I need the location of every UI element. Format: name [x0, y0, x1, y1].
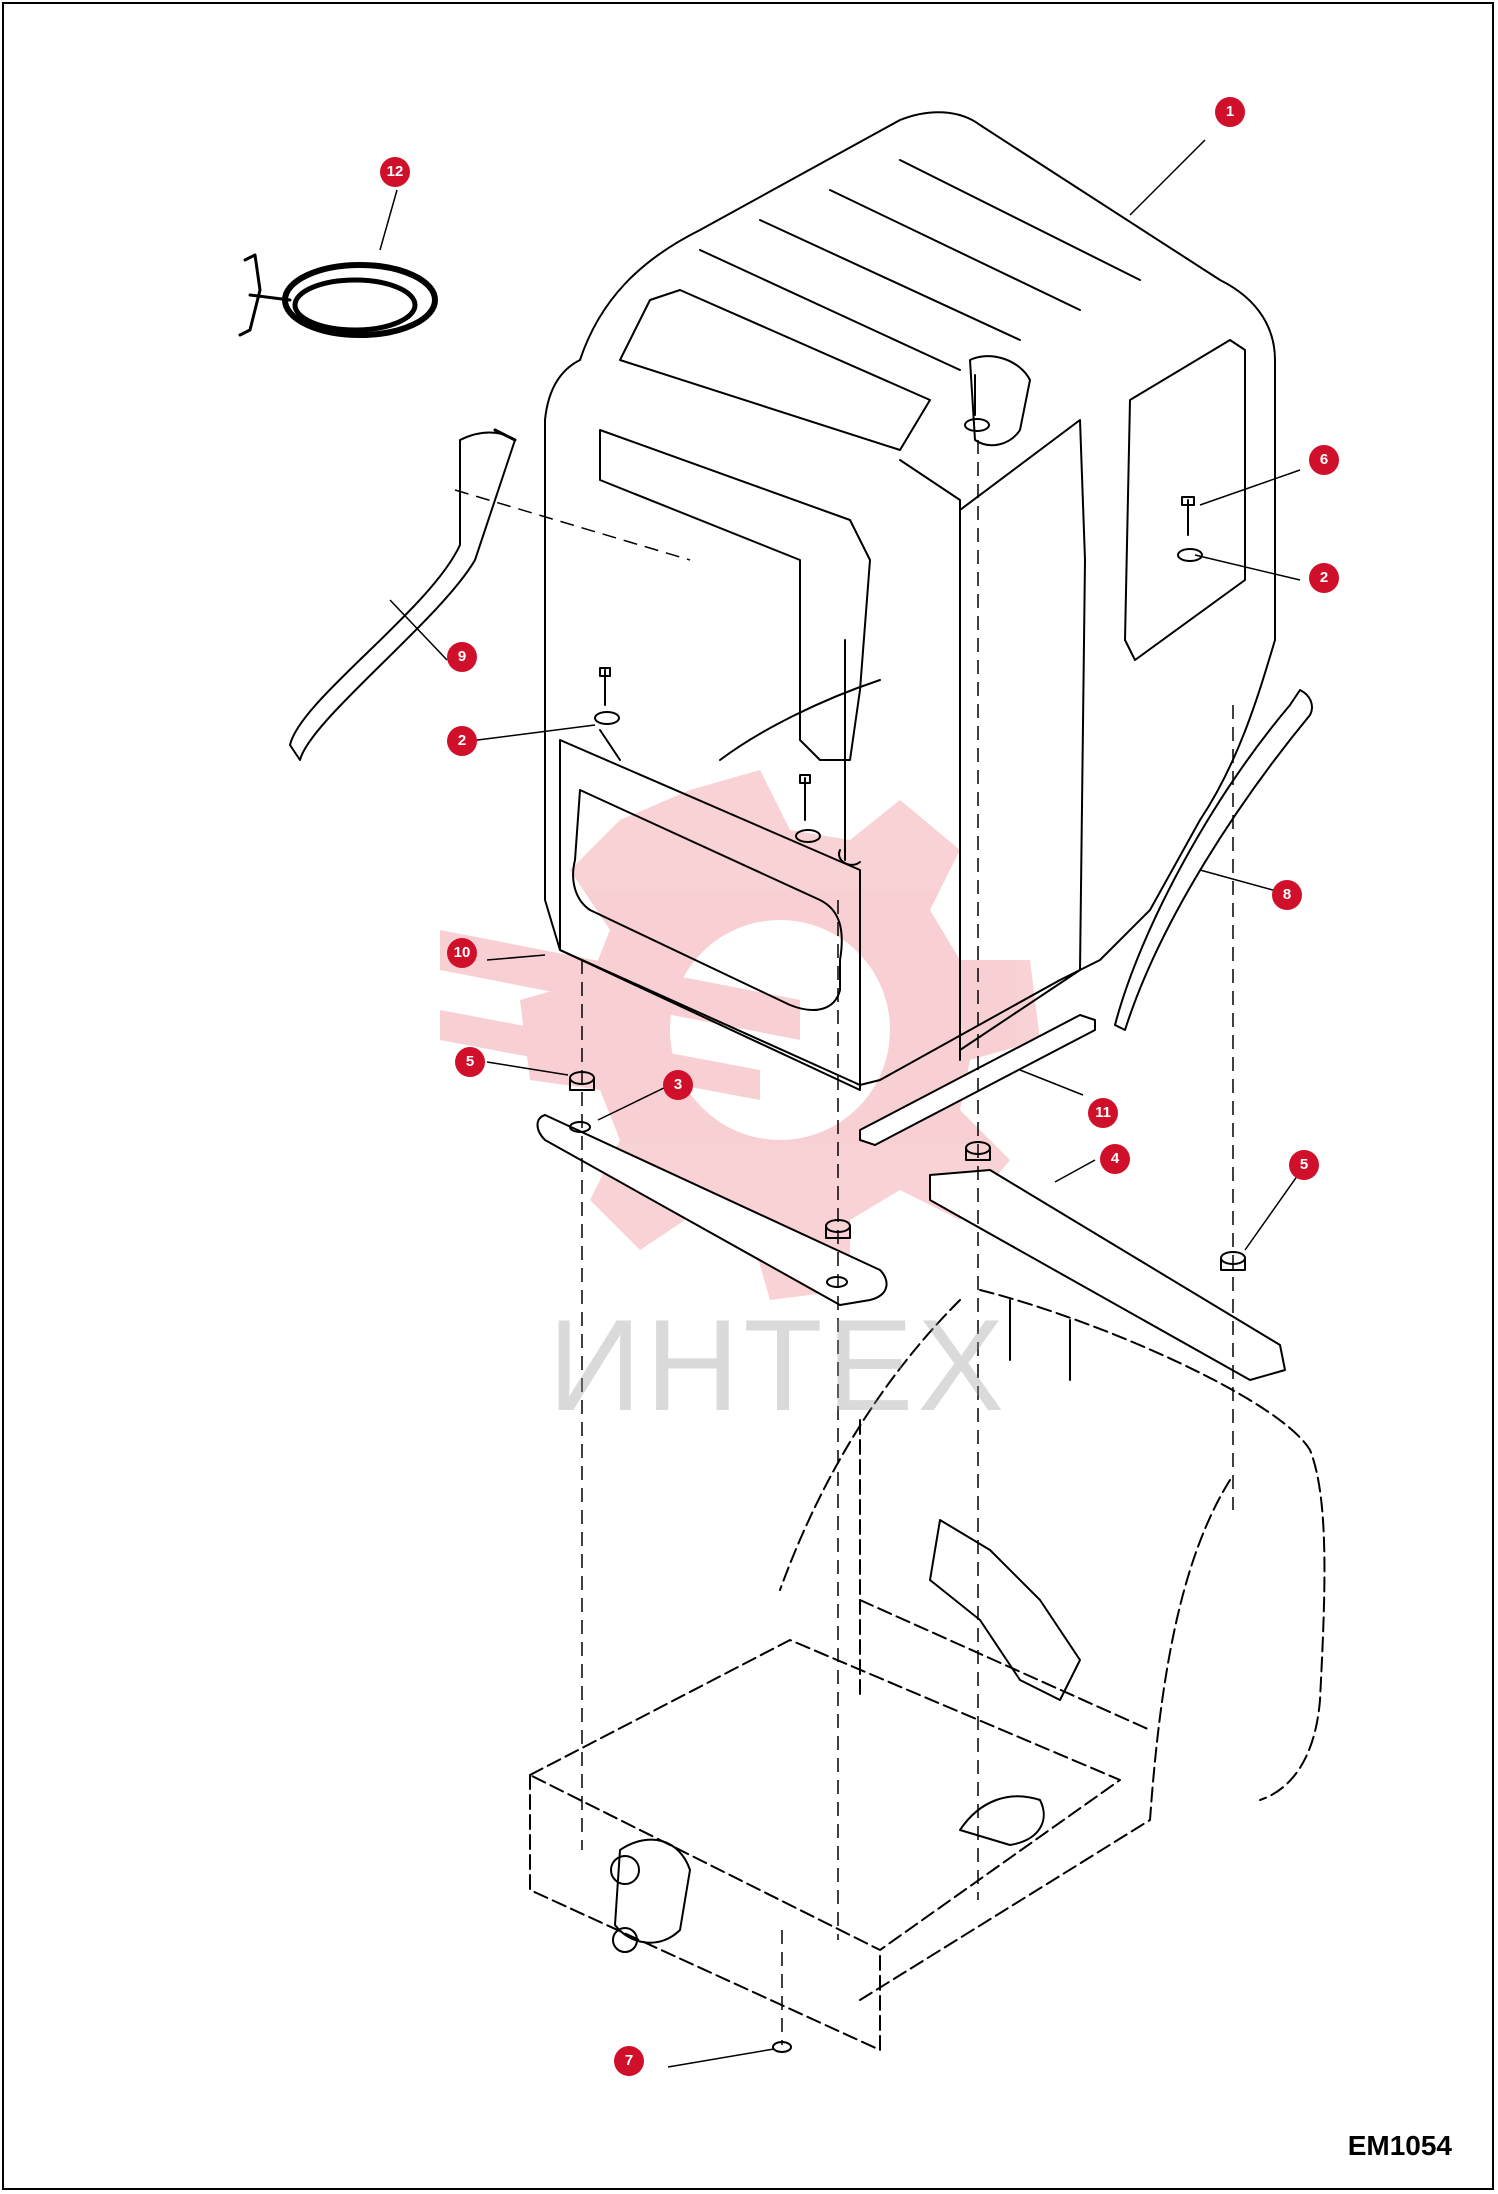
bolt-roof — [964, 374, 990, 432]
callout-11[interactable]: 11 — [1088, 1098, 1118, 1128]
callout-7[interactable]: 7 — [614, 2046, 644, 2076]
figure-code: EM1054 — [1347, 2130, 1452, 2161]
callout-9[interactable]: 9 — [447, 642, 477, 672]
callout-1[interactable]: 1 — [1215, 97, 1245, 127]
seal-roll-12[interactable] — [238, 253, 438, 338]
leader-lines — [379, 139, 1306, 2068]
callout-4[interactable]: 4 — [1100, 1144, 1130, 1174]
bolt-and-washer-2b — [795, 774, 821, 843]
callout-5[interactable]: 5 — [1289, 1150, 1319, 1180]
bolt-and-washer-2a — [594, 667, 620, 725]
callout-8[interactable]: 8 — [1272, 880, 1302, 910]
alignment-lines — [454, 440, 1234, 2045]
watermark-text: ИНТЕХ — [548, 1292, 1009, 1438]
callout-2[interactable]: 2 — [447, 726, 477, 756]
callout-5[interactable]: 5 — [455, 1047, 485, 1077]
callout-6[interactable]: 6 — [1309, 445, 1339, 475]
seal-strip-9 — [289, 428, 517, 761]
chassis-details — [610, 1299, 1081, 1953]
callout-12[interactable]: 12 — [380, 157, 410, 187]
rail-4 — [929, 1169, 1286, 1381]
seal-strip-8 — [1114, 689, 1313, 1031]
cab-assembly — [544, 111, 1276, 1091]
mount-plate-3 — [536, 1114, 888, 1306]
chassis-frame — [529, 1289, 1326, 2051]
callout-3[interactable]: 3 — [663, 1070, 693, 1100]
callout-10[interactable]: 10 — [447, 938, 477, 968]
bolt-and-washer-6 — [1177, 496, 1203, 562]
callout-2[interactable]: 2 — [1309, 563, 1339, 593]
